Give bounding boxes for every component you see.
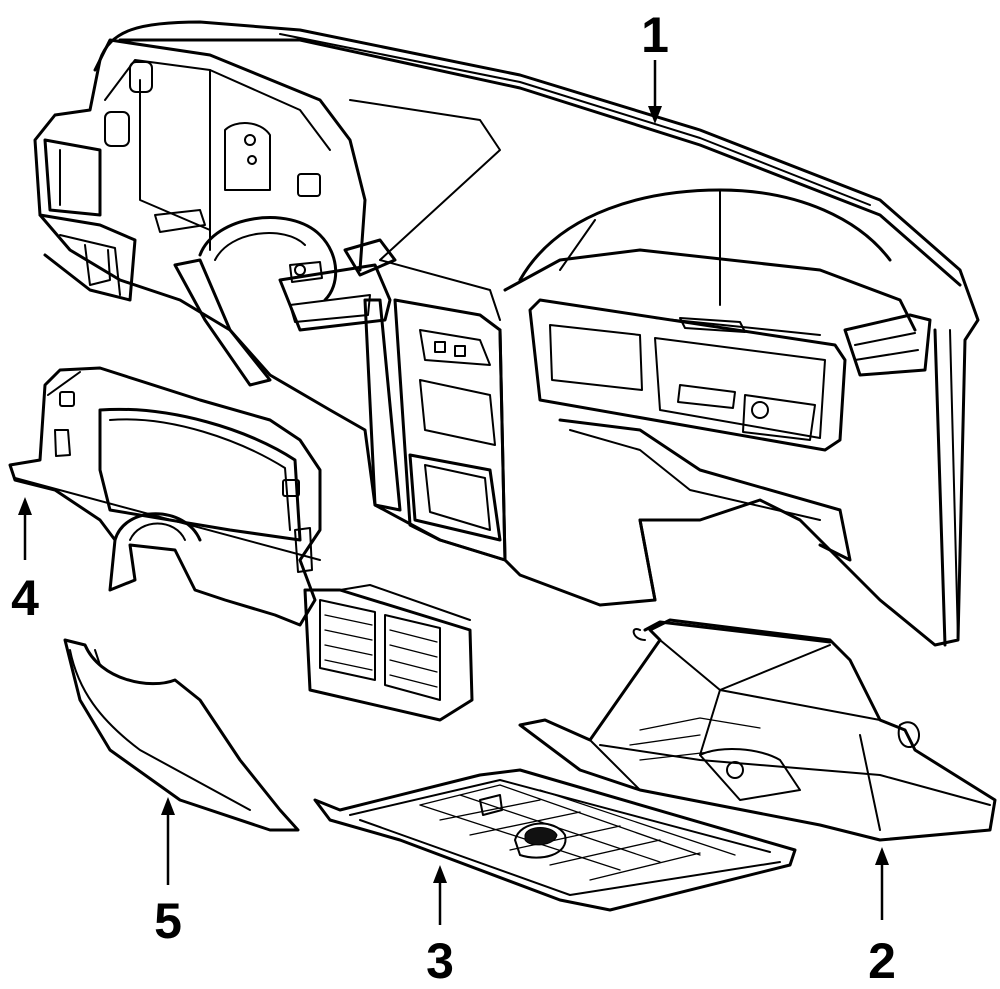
glove-box-bin-part-2 (518, 618, 997, 842)
glove-box-door-part-3 (313, 768, 797, 912)
callout-3: 3 (426, 865, 454, 989)
callout-label-1: 1 (641, 7, 669, 63)
cluster-finish-panel-part-4 (8, 366, 474, 722)
column-cover-part-5 (63, 638, 300, 832)
callout-2: 2 (868, 847, 896, 989)
callout-label-4: 4 (11, 570, 39, 626)
callout-label-2: 2 (868, 933, 896, 989)
callout-label-5: 5 (154, 893, 182, 949)
callout-4: 4 (11, 497, 39, 626)
callout-label-3: 3 (426, 933, 454, 989)
callout-5: 5 (154, 797, 182, 949)
callout-1: 1 (641, 7, 669, 124)
instrument-panel-part-1 (33, 20, 980, 647)
